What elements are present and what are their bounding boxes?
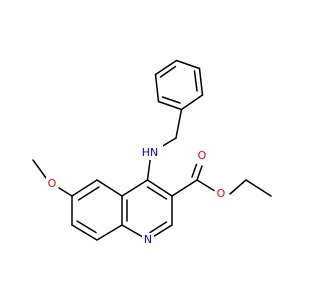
bond [229, 179, 247, 195]
bond [96, 179, 123, 197]
methoxy-oxygen-label-background [46, 177, 58, 191]
carbonyl-oxygen-label-background [196, 149, 208, 163]
ester-oxygen-label: O [217, 187, 226, 200]
bond [76, 220, 97, 234]
ester-oxygen-label-background [215, 187, 227, 201]
bond [175, 108, 183, 139]
carbonyl-oxygen-label: O [198, 149, 207, 162]
bond [157, 100, 183, 111]
bond [77, 186, 100, 201]
bond [175, 59, 201, 70]
molecule-structure: HN N O O O [32, 59, 272, 247]
ring-nitrogen-label: N [144, 233, 152, 246]
bond [154, 59, 178, 76]
ring-nitrogen-label-background [142, 233, 154, 247]
bond [58, 187, 73, 197]
bond [96, 224, 123, 241]
bond [146, 179, 173, 197]
amine-label-background [137, 145, 163, 160]
bond [32, 159, 49, 181]
bond [71, 224, 98, 241]
bond [154, 73, 160, 103]
bond [191, 163, 198, 178]
bond [198, 67, 204, 96]
bond [196, 179, 215, 192]
amine-label: HN [142, 146, 159, 159]
atom-label-layer: HN N O O O [46, 145, 227, 247]
bond [71, 179, 98, 197]
bond [146, 186, 168, 200]
methoxy-oxygen-label: O [48, 177, 57, 190]
bond [159, 65, 177, 78]
bond [245, 179, 272, 197]
bond [161, 96, 181, 104]
bond [180, 94, 204, 111]
bond [149, 221, 168, 234]
bond [121, 179, 149, 197]
bond [171, 179, 198, 197]
bond [193, 70, 198, 92]
bond [196, 165, 203, 181]
